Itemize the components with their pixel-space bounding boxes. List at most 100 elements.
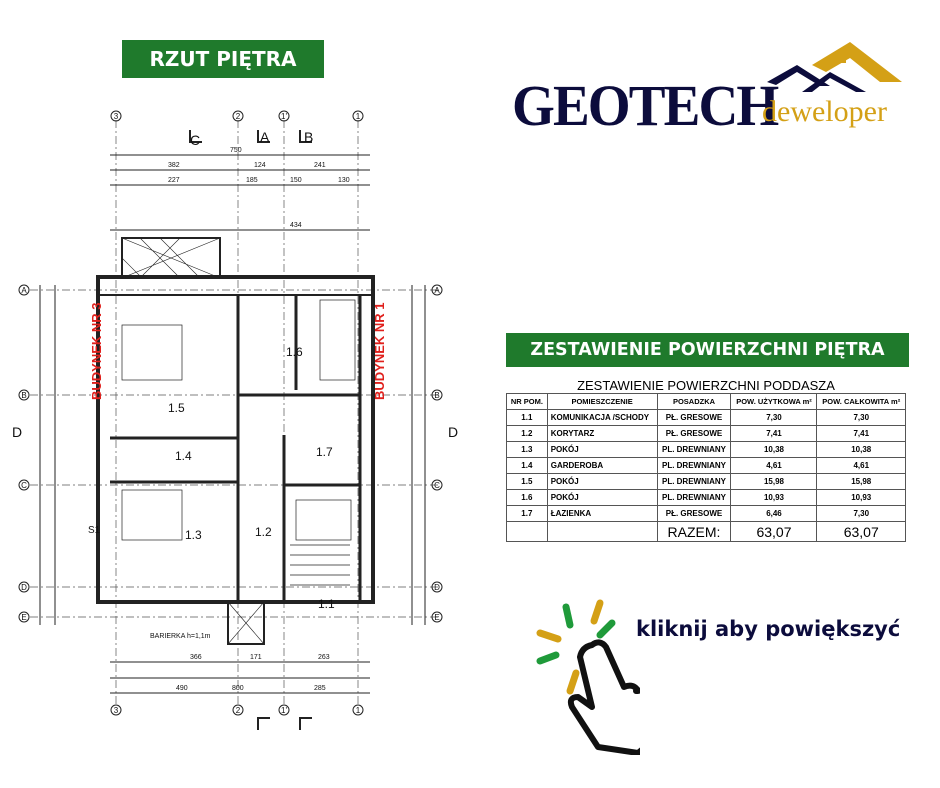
railing-label: BARIERKA h=1,1m bbox=[150, 633, 211, 640]
dim-label: 130 bbox=[338, 177, 350, 184]
room-name: ŁAZIENKA bbox=[546, 505, 658, 522]
axis-markers-top: 3 2 1' 1 3 2 1' 1 bbox=[110, 110, 364, 716]
dim-label: 171 bbox=[250, 654, 262, 661]
col-header: POMIESZCZENIE bbox=[546, 393, 658, 410]
summary-banner: ZESTAWIENIE POWIERZCHNI PIĘTRA bbox=[506, 333, 909, 367]
usable-area: 6,46 bbox=[730, 505, 818, 522]
axis-label: A bbox=[434, 286, 440, 295]
axis-label: 2 bbox=[236, 706, 241, 715]
room-1-6[interactable]: 1.6 bbox=[286, 345, 303, 359]
room-1-7[interactable]: 1.7 bbox=[316, 445, 333, 459]
room-number: 1.2 bbox=[506, 425, 548, 442]
axis-label: 1' bbox=[281, 706, 287, 715]
axis-label: 3 bbox=[114, 112, 119, 121]
dim-label: 150 bbox=[290, 177, 302, 184]
dim-label: 800 bbox=[232, 685, 244, 692]
axis-label: 3 bbox=[114, 706, 119, 715]
axis-label: B bbox=[434, 391, 439, 400]
section-marker-b: B bbox=[304, 129, 313, 145]
dim-label: 241 bbox=[314, 162, 326, 169]
col-header: POW. CAŁKOWITA m² bbox=[816, 393, 906, 410]
table-caption: ZESTAWIENIE POWIERZCHNI PODDASZA bbox=[506, 378, 906, 394]
section-marker-c: C bbox=[190, 132, 200, 148]
gross-area: 15,98 bbox=[816, 473, 906, 490]
room-1-5[interactable]: 1.5 bbox=[168, 401, 185, 415]
logo-brand: GEOTECH bbox=[512, 73, 779, 138]
axis-label: C bbox=[21, 481, 27, 490]
room-number: 1.6 bbox=[506, 489, 548, 506]
table-header-row: NR POM. POMIESZCZENIE POSADZKA POW. UŻYT… bbox=[506, 393, 906, 410]
room-1-2[interactable]: 1.2 bbox=[255, 525, 272, 539]
enlarge-link[interactable]: kliknij aby powiększyć bbox=[636, 617, 901, 641]
axis-label: 1' bbox=[281, 112, 287, 121]
col-header: POW. UŻYTKOWA m² bbox=[730, 393, 818, 410]
dim-total-top: 750 bbox=[230, 147, 242, 154]
axis-label: C bbox=[434, 481, 440, 490]
col-header: POSADZKA bbox=[656, 393, 732, 410]
building-left-label: BUDYNEK NR 3 bbox=[89, 302, 104, 400]
dim-label: 285 bbox=[314, 685, 326, 692]
room-number: 1.4 bbox=[506, 457, 548, 474]
dim-label: 263 bbox=[318, 654, 330, 661]
building-right-label: BUDYNEK NR 1 bbox=[372, 302, 387, 400]
floor-type: PL. DREWNIANY bbox=[656, 473, 732, 490]
gross-area: 10,93 bbox=[816, 489, 906, 506]
section-marker-d-right: D bbox=[448, 424, 458, 440]
usable-area: 4,61 bbox=[730, 457, 818, 474]
usable-area: 7,30 bbox=[730, 409, 818, 426]
geotech-logo[interactable]: GEOTECH deweloper bbox=[512, 40, 912, 138]
dim-label: 124 bbox=[254, 162, 266, 169]
floor-plan[interactable]: C A B D D 750 382 124 241 227 185 150 13… bbox=[0, 90, 480, 730]
floor-type: PŁ. GRESOWE bbox=[656, 505, 732, 522]
room-1-1[interactable]: 1.1 bbox=[318, 597, 335, 611]
floor-type: PL. DREWNIANY bbox=[656, 489, 732, 506]
dim-label: 490 bbox=[176, 685, 188, 692]
dim-label: 434 bbox=[290, 222, 302, 229]
room-number: 1.3 bbox=[506, 441, 548, 458]
gross-area: 4,61 bbox=[816, 457, 906, 474]
usable-area: 10,93 bbox=[730, 489, 818, 506]
room-name: POKÓJ bbox=[546, 441, 658, 458]
gross-area: 10,38 bbox=[816, 441, 906, 458]
floor-type: PŁ. GRESOWE bbox=[656, 425, 732, 442]
floor-type: PL. DREWNIANY bbox=[656, 457, 732, 474]
total-usable: 63,07 bbox=[730, 521, 818, 542]
section-marker-d-left: D bbox=[12, 424, 22, 440]
page-title: RZUT PIĘTRA bbox=[122, 40, 324, 78]
room-1-3[interactable]: 1.3 bbox=[185, 528, 202, 542]
room-number: 1.1 bbox=[506, 409, 548, 426]
axis-label: 2 bbox=[236, 112, 241, 121]
dim-label: 185 bbox=[246, 177, 258, 184]
dim-label: 366 bbox=[190, 654, 202, 661]
axis-label: B bbox=[21, 391, 26, 400]
click-hand-icon[interactable] bbox=[530, 595, 640, 755]
gross-area: 7,41 bbox=[816, 425, 906, 442]
usable-area: 15,98 bbox=[730, 473, 818, 490]
axis-label: A bbox=[21, 286, 27, 295]
usable-area: 10,38 bbox=[730, 441, 818, 458]
logo-sub: deweloper bbox=[762, 95, 887, 128]
dim-label: 382 bbox=[168, 162, 180, 169]
section-marker-a: A bbox=[260, 129, 270, 145]
floor-type: PŁ. GRESOWE bbox=[656, 409, 732, 426]
usable-area: 7,41 bbox=[730, 425, 818, 442]
table-total-row: RAZEM: 63,07 63,07 bbox=[506, 521, 906, 542]
room-1-4[interactable]: 1.4 bbox=[175, 449, 192, 463]
room-name: KORYTARZ bbox=[546, 425, 658, 442]
axis-label: E bbox=[21, 613, 26, 622]
room-number: 1.7 bbox=[506, 505, 548, 522]
axis-label: 1 bbox=[356, 706, 361, 715]
room-number: 1.5 bbox=[506, 473, 548, 490]
axis-label: D bbox=[434, 583, 440, 592]
gross-area: 7,30 bbox=[816, 409, 906, 426]
total-gross: 63,07 bbox=[816, 521, 906, 542]
axis-markers-side: A B C D E A B C D E bbox=[18, 284, 443, 623]
dim-label: 227 bbox=[168, 177, 180, 184]
